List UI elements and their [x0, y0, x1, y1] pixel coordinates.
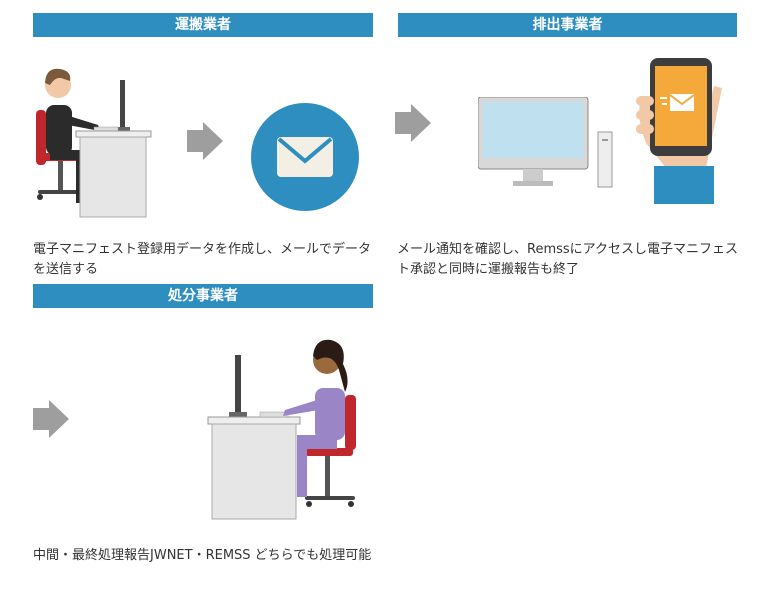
- transport-header: 運搬業者: [33, 13, 373, 37]
- emitter-description: メール通知を確認し、Remssにアクセスし電子マニフェスト承認と同時に運搬報告も…: [397, 242, 739, 277]
- mail-icon: [251, 103, 359, 211]
- woman-at-desk-illustration: [205, 330, 370, 525]
- emitter-header: 排出事業者: [398, 13, 737, 37]
- monitor-illustration: [478, 97, 623, 192]
- transport-title: 運搬業者: [175, 17, 231, 33]
- person-at-desk-illustration: [28, 55, 158, 220]
- arrow-right-icon: [395, 104, 431, 142]
- arrow-right-icon: [187, 122, 223, 160]
- emitter-title: 排出事業者: [532, 17, 603, 33]
- smartphone-mail-illustration: [636, 58, 728, 204]
- transport-description: 電子マニフェスト登録用データを作成し、メールでデータを送信する: [33, 242, 372, 277]
- arrow-right-icon: [33, 400, 69, 438]
- disposal-header: 処分事業者: [33, 284, 373, 308]
- disposal-description: 中間・最終処理報告JWNET・REMSS どちらでも処理可能: [33, 548, 372, 563]
- disposal-title: 処分事業者: [168, 288, 238, 304]
